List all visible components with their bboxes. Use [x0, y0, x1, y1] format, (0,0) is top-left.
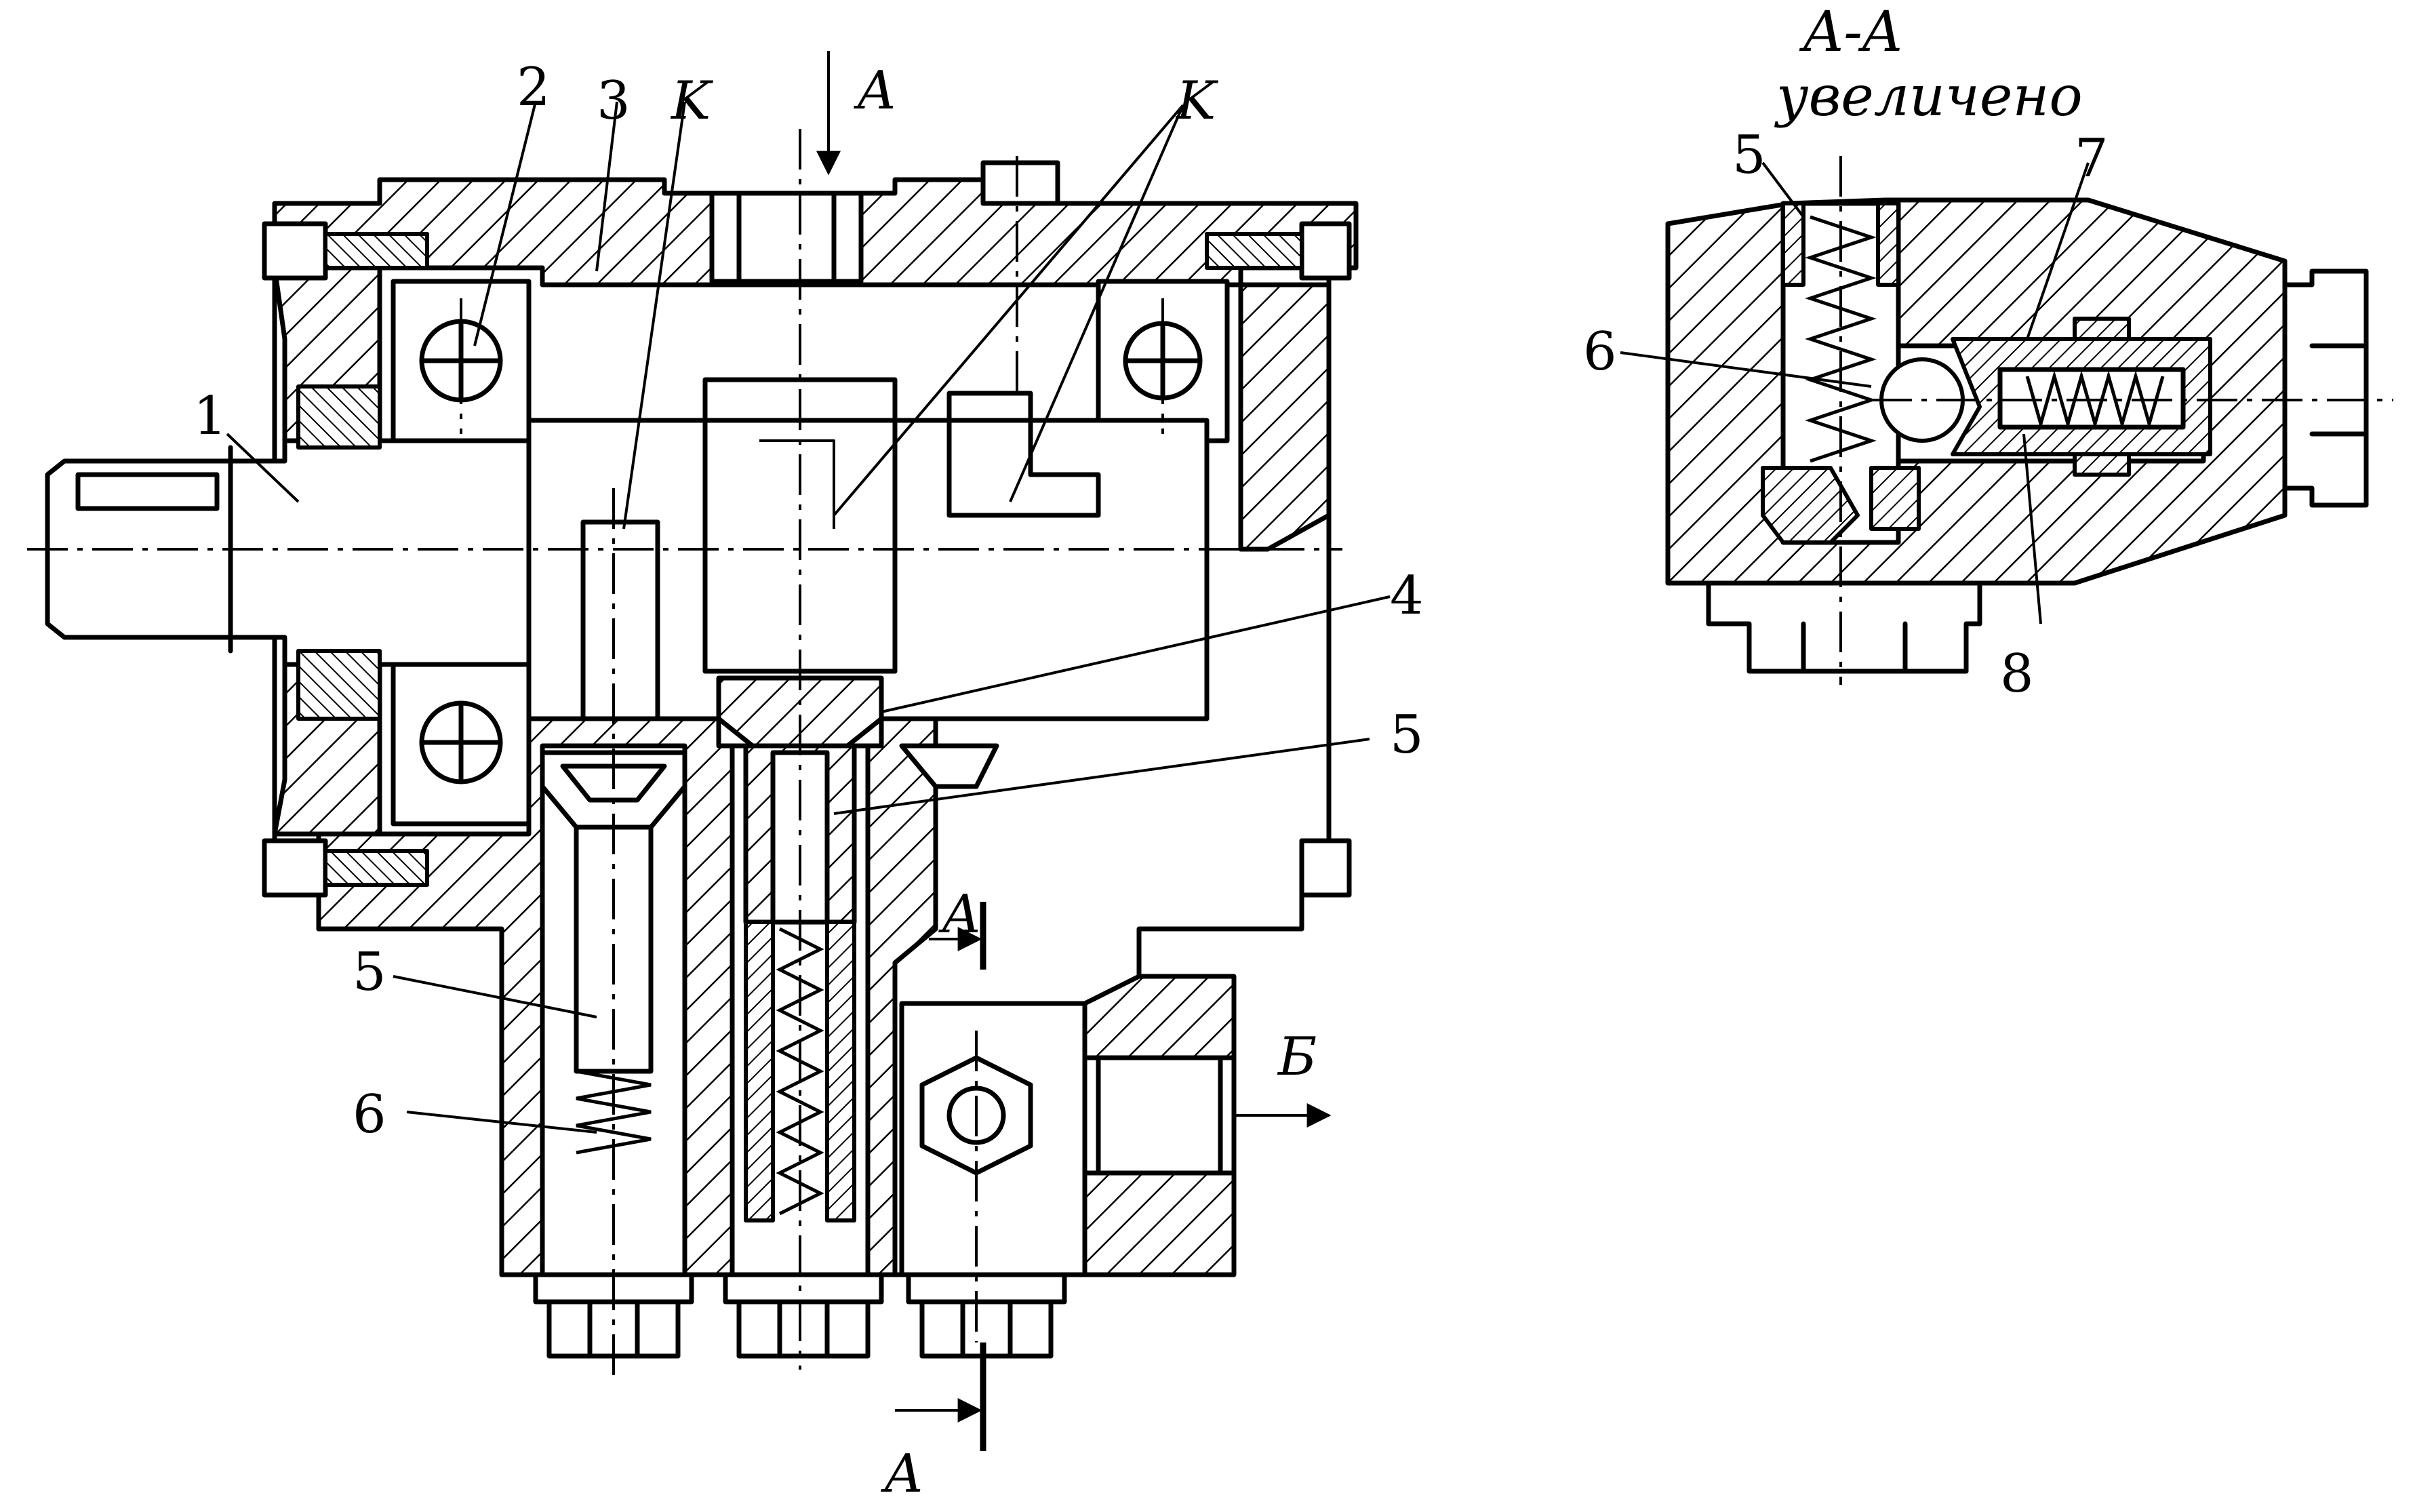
detail-title-line2: увеличено	[1774, 64, 2083, 129]
center-plunger-spring	[776, 927, 824, 1216]
callout-5-right: 5	[1390, 704, 1424, 765]
bottom-plug-right	[906, 1272, 1067, 1359]
left-valve-spring	[576, 1069, 652, 1155]
main-view-labels: 1 2 3 K K 4 5 5 6 A A A Б	[193, 57, 1424, 1505]
callout-6: 6	[353, 1084, 386, 1145]
leader-lines	[226, 101, 1391, 1134]
cover-bolts	[262, 160, 1352, 898]
right-cover	[1238, 282, 1332, 552]
detail-horizontal-spring	[2025, 370, 2165, 431]
detail-callout-8: 8	[2000, 643, 2034, 704]
detail-callout-6: 6	[1583, 321, 1617, 382]
callout-4: 4	[1390, 565, 1424, 626]
bottom-plug-middle	[723, 1272, 884, 1359]
shaft-seal-lower	[296, 649, 382, 721]
bearing-lower-left	[391, 662, 532, 827]
shaft-seal-upper	[296, 384, 382, 450]
callout-1: 1	[193, 386, 227, 447]
top-inlet-port	[709, 191, 864, 284]
detail-callout-7: 7	[2075, 128, 2109, 189]
callout-2: 2	[517, 57, 551, 118]
detail-view-a-a: A-A увеличено	[1583, 0, 2393, 704]
detail-callout-5: 5	[1732, 125, 1766, 186]
callout-k-left: K	[670, 71, 714, 132]
callout-k-right: K	[1175, 71, 1219, 132]
detail-bottom-plug	[1706, 580, 1982, 674]
main-view	[27, 51, 1391, 1451]
detail-end-cap	[2282, 268, 2369, 508]
detail-vertical-spring	[1805, 215, 1877, 463]
callout-3: 3	[597, 71, 631, 132]
section-mark-bottom: A	[881, 1444, 923, 1505]
left-piston	[580, 519, 660, 721]
outlet-label: Б	[1277, 1027, 1317, 1088]
callout-5-left: 5	[353, 942, 386, 1003]
cam-block	[526, 418, 1210, 721]
section-mark-side: A	[938, 884, 980, 945]
section-mark-top: A	[854, 60, 896, 121]
detail-title-line1: A-A	[1799, 0, 1902, 64]
